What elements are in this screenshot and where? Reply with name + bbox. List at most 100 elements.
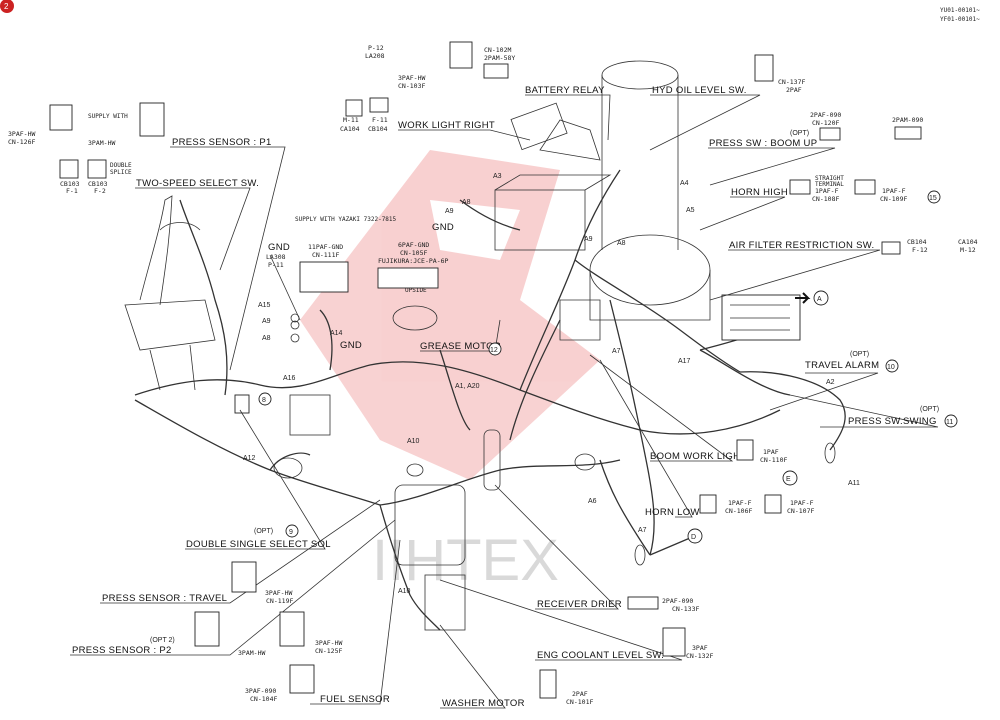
label-two-speed: TWO-SPEED SELECT SW. [136,178,259,189]
label-press-sensor-p2: PRESS SENSOR : P2 [72,645,172,656]
code-boom-c: 2PAM-090 [892,116,923,124]
label-press-sensor-travel: PRESS SENSOR : TRAVEL [102,593,227,604]
label-washer-motor: WASHER MOTOR [442,698,525,709]
ref-double-sel: 9 [289,529,293,536]
ref-travel-alarm: 10 [887,364,895,371]
code-cb103-b: CB103 [88,180,108,188]
tag-a6: A6 [588,498,597,505]
ref-E: E [786,476,791,483]
label-hyd-oil: HYD OIL LEVEL SW. [652,85,747,96]
ref-line-2: YF01-00101~ [940,16,980,23]
code-cb103-a2: F-1 [66,187,78,195]
code-ca104: CA104 [340,125,360,133]
tag-a9c: A9 [262,318,271,325]
label-boom-work-light: BOOM WORK LIGHT [650,451,746,462]
label-receiver-drier: RECEIVER DRIER [537,599,622,610]
circle-refs: 12 10 11 15 9 8 A D E [258,190,958,544]
ref-A: A [817,296,822,303]
tag-a5: A5 [686,207,695,214]
code-boom-b: CN-120F [812,119,839,127]
ref-horn-high: 15 [929,195,937,202]
label-press-sensor-p1: PRESS SENSOR : P1 [172,137,272,148]
code-cb104: CB104 [368,125,388,133]
ref-line-1: YU01-00101~ [940,7,980,14]
code-horn-b: CN-108F [812,195,839,203]
label-horn-low: HORN LOW [645,507,700,518]
code-ec-b: CN-132F [686,652,713,660]
code-cn137f: CN-137F [778,78,805,86]
harness-tags: A3 A4 A5 A8 A9 A8 A9 GND GND A15 A9 A8 A… [243,173,860,595]
code-straight: STRAIGHT [815,175,844,182]
code-hl-d: CN-107F [787,507,814,515]
code-wm-a: 2PAF [572,690,588,698]
lever-sketch [124,195,216,391]
code-la208: LA208 [365,52,385,60]
tag-gnd-a: GND [432,222,454,233]
label-boom-up: PRESS SW : BOOM UP [709,138,817,149]
label-grease-motor: GREASE MOTOR [420,341,501,352]
engine-sketch [392,60,801,341]
code-p2-a: 3PAF-HW [315,639,342,647]
code-horn-a: 1PAF-F [815,187,839,195]
tag-a8a: A8 [462,199,471,206]
tag-a16: A16 [283,375,296,382]
tag-a15: A15 [258,302,271,309]
label-air-filter: AIR FILTER RESTRICTION SW. [729,240,874,251]
harness-wires [134,169,846,631]
code-hl-a: 1PAF-F [728,499,752,507]
label-eng-coolant: ENG COOLANT LEVEL SW. [537,650,664,661]
page-mark-text: 2 [4,2,9,11]
tag-a9a: A9 [445,208,454,215]
code-air-cb104: CB104 [907,238,927,246]
tag-a9b: A9 [584,236,593,243]
watermark-text: IIHTEX [372,528,559,593]
tag-a14: A14 [330,330,343,337]
code-boom-a: 2PAF-090 [810,111,841,119]
code-battery-b: CN-103F [398,82,425,90]
label-press-sw-swing: PRESS SW.SWING [848,416,937,427]
tag-a1a20: A1, A20 [455,383,480,390]
code-rd-a: 2PAF-090 [662,597,693,605]
code-horn-c: 1PAF-F [882,187,906,195]
label-battery-relay: BATTERY RELAY [525,85,605,96]
code-bwl-a: 1PAF [763,448,779,456]
label-fuel-sensor: FUEL SENSOR [320,694,390,705]
code-air-ca104: CA104 [958,238,978,246]
code-ec-a: 3PAF [692,644,708,652]
label-work-light-right: WORK LIGHT RIGHT [398,120,495,131]
code-wm-b: CN-101F [566,698,593,706]
code-fujikura: FUJIKURA:JCE-PA-6P [378,257,449,265]
component-sketches [234,313,836,631]
code-cb103-b2: F-2 [94,187,106,195]
label-boom-up-opt: (OPT) [790,130,809,137]
code-air-f12: F-12 [912,246,928,254]
code-p12: P-12 [368,44,384,52]
code-fuel-a: 3PAF-090 [245,687,276,695]
code-cn102m: CN-102M [484,46,511,54]
code-gnd-11: 11PAF-GND [308,243,343,251]
label-p2-opt: (OPT 2) [150,637,175,644]
connector-symbols [49,41,922,699]
tag-a11: A11 [848,480,860,487]
ref-D: D [691,534,696,541]
code-hl-c: 1PAF-F [790,499,814,507]
code-m11: M-11 [343,116,359,124]
code-p1-left: 3PAF-HW [8,130,35,138]
label-horn-high: HORN HIGH [731,187,788,198]
code-cb103-a: CB103 [60,180,80,188]
label-travel-alarm-opt: (OPT) [850,351,869,358]
tag-a10a: A10 [407,438,420,445]
code-p1-left2: CN-126F [8,138,35,146]
code-terminal: TERMINAL [815,181,844,188]
code-p2-b: CN-125F [315,647,342,655]
tag-a12: A12 [243,455,256,462]
label-double-select-opt: (OPT) [254,528,273,535]
watermark [300,150,600,480]
code-f11: F-11 [372,116,388,124]
code-gnd-p11: P-11 [268,261,284,269]
code-gnd-105: CN-105F [400,249,427,257]
tag-a17: A17 [678,358,691,365]
code-battery-a: 3PAF-HW [398,74,425,82]
label-double-select: DOUBLE SINGLE SELECT SOL [186,539,331,550]
